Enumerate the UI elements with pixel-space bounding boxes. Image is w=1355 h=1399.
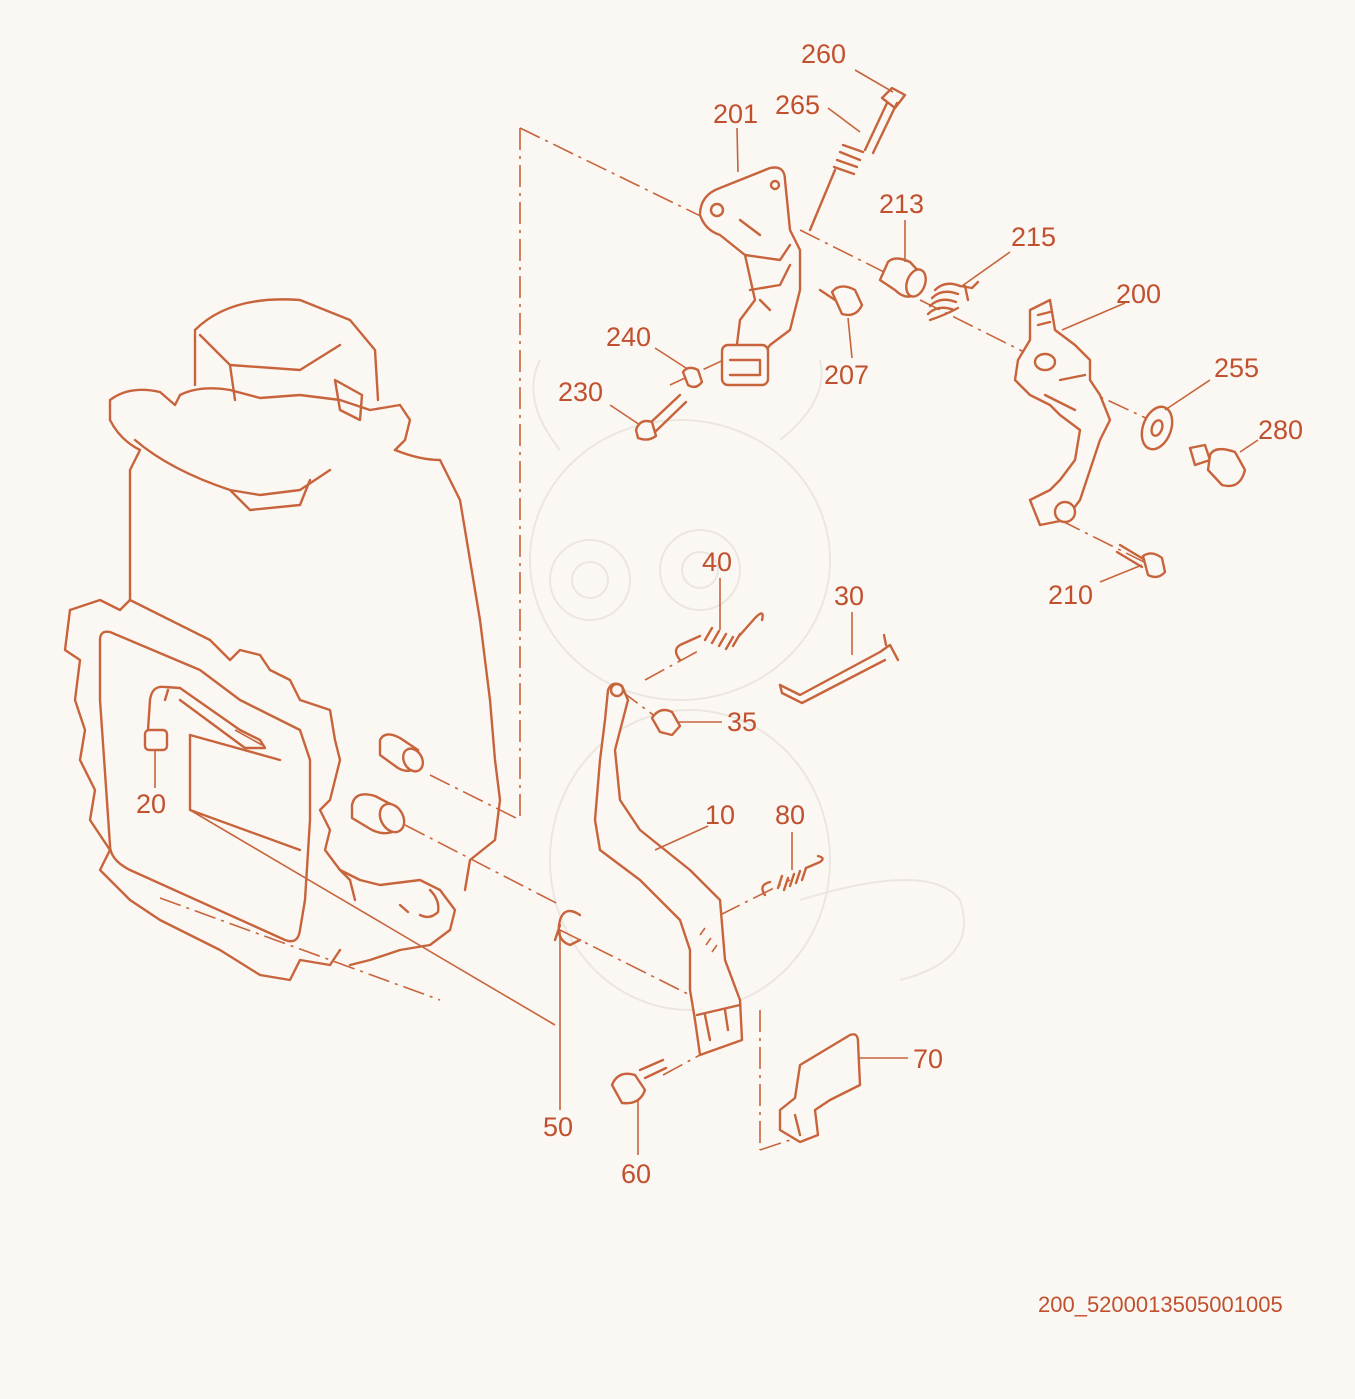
label-213: 213 [879, 189, 924, 219]
part-265-spring [808, 143, 865, 232]
label-210: 210 [1048, 580, 1093, 610]
label-230: 230 [558, 377, 603, 407]
engine-housing [63, 298, 502, 982]
label-50: 50 [543, 1112, 573, 1142]
label-201: 201 [713, 99, 758, 129]
label-280: 280 [1258, 415, 1303, 445]
housing-bushings [350, 733, 425, 835]
label-215: 215 [1011, 222, 1056, 252]
label-10: 10 [705, 800, 735, 830]
drawing-code: 200_5200013505001005 [1038, 1292, 1283, 1317]
part-280-screw [1188, 443, 1247, 488]
center-lines [159, 127, 1151, 1151]
label-80: 80 [775, 800, 805, 830]
part-201-bracket [698, 166, 802, 387]
part-215-spring [926, 280, 980, 322]
part-240-nut [681, 366, 704, 389]
label-255: 255 [1214, 353, 1259, 383]
label-35: 35 [727, 707, 757, 737]
label-265: 265 [775, 90, 820, 120]
label-207: 207 [824, 360, 869, 390]
part-35-nut [650, 708, 682, 737]
part-255-washer [1140, 405, 1174, 451]
part-207-bolt [818, 285, 864, 317]
label-200: 200 [1116, 279, 1161, 309]
part-50-clip [553, 909, 582, 947]
part-213-collar [878, 257, 927, 298]
leader-lines [154, 69, 1259, 1155]
part-210-screw [1115, 543, 1167, 579]
part-230-bolt [634, 393, 688, 441]
part-40-spring [674, 612, 764, 662]
reference-lines [189, 809, 556, 1026]
part-20-shaft [143, 685, 267, 752]
part-80-spring [761, 854, 824, 897]
label-260: 260 [801, 39, 846, 69]
part-60-bolt [610, 1058, 668, 1105]
label-40: 40 [702, 547, 732, 577]
label-240: 240 [606, 322, 651, 352]
part-labels: 260 201 265 213 215 200 240 230 207 255 … [136, 39, 1303, 1317]
label-60: 60 [621, 1159, 651, 1189]
part-10-lever [593, 682, 744, 1057]
part-260-bolt [863, 86, 907, 155]
part-70-plate [778, 1033, 862, 1144]
part-200-lever [1013, 298, 1112, 527]
watermark-mascot [529, 359, 965, 1011]
label-30: 30 [834, 581, 864, 611]
part-30-rod [778, 633, 900, 705]
label-70: 70 [913, 1044, 943, 1074]
label-20: 20 [136, 789, 166, 819]
